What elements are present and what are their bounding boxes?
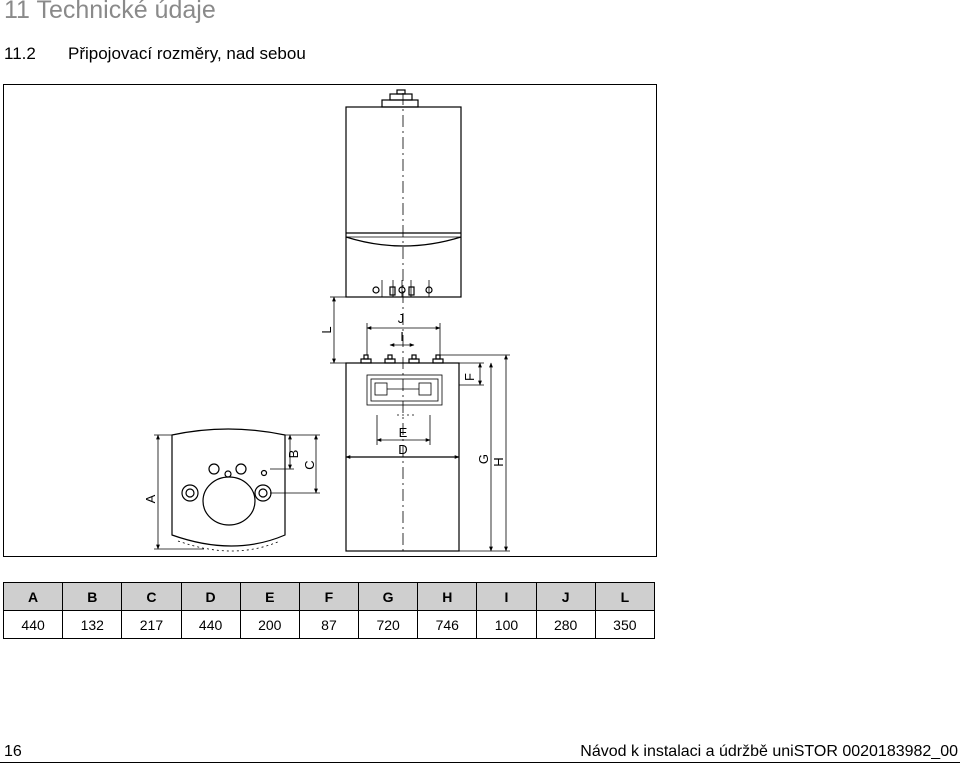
label-f: F (462, 373, 477, 381)
header-cell: I (476, 582, 537, 611)
dimensions-table: A B C D E F G H I J L 440 132 217 440 20… (2, 582, 656, 639)
value-cell: 746 (417, 610, 478, 639)
header-cell: D (180, 582, 241, 611)
dimension-letters: A B C L J I E D F G H (143, 311, 506, 503)
label-l: L (319, 326, 334, 333)
value-cell: 132 (62, 610, 123, 639)
table-header-row: A B C D E F G H I J L (2, 582, 656, 611)
label-h: H (491, 457, 506, 466)
header-cell: A (2, 582, 64, 611)
label-b: B (286, 450, 301, 459)
header-cell: B (62, 582, 123, 611)
header-cell: H (417, 582, 478, 611)
value-cell: 87 (298, 610, 360, 639)
chapter-title: 11 Technické údaje (4, 0, 216, 24)
dimension-drawing: A B C L J I E D F G H (3, 84, 657, 557)
value-cell: 217 (121, 610, 182, 639)
header-cell: L (594, 582, 656, 611)
value-cell: 440 (180, 610, 241, 639)
boiler-unit (345, 89, 462, 298)
header-cell: C (121, 582, 182, 611)
page-number: 16 (4, 743, 22, 760)
label-c: C (302, 460, 317, 469)
value-cell: 100 (476, 610, 537, 639)
value-cell: 440 (2, 610, 64, 639)
table-row: 440 132 217 440 200 87 720 746 100 280 3… (2, 610, 656, 639)
storage-tank-top-view (171, 428, 286, 552)
technical-drawing: A B C L J I E D F G H (143, 89, 510, 555)
section-heading: 11.2 Připojovací rozměry, nad sebou (4, 44, 306, 64)
footer-rule (0, 762, 960, 763)
footer-text: Návod k instalaci a údržbě uniSTOR 00201… (580, 743, 958, 760)
header-cell: J (535, 582, 596, 611)
value-cell: 280 (535, 610, 596, 639)
label-d: D (398, 442, 407, 457)
label-a: A (143, 494, 158, 503)
header-cell: G (358, 582, 419, 611)
section-number: 11.2 (4, 44, 36, 63)
label-g: G (476, 454, 491, 464)
value-cell: 720 (358, 610, 419, 639)
header-cell: E (239, 582, 300, 611)
label-i: I (400, 329, 404, 344)
label-e: E (399, 425, 408, 440)
label-j: J (398, 311, 405, 326)
value-cell: 200 (239, 610, 300, 639)
section-title: Připojovací rozměry, nad sebou (68, 44, 306, 63)
header-cell: F (298, 582, 360, 611)
value-cell: 350 (594, 610, 656, 639)
dimension-lines (154, 296, 510, 552)
